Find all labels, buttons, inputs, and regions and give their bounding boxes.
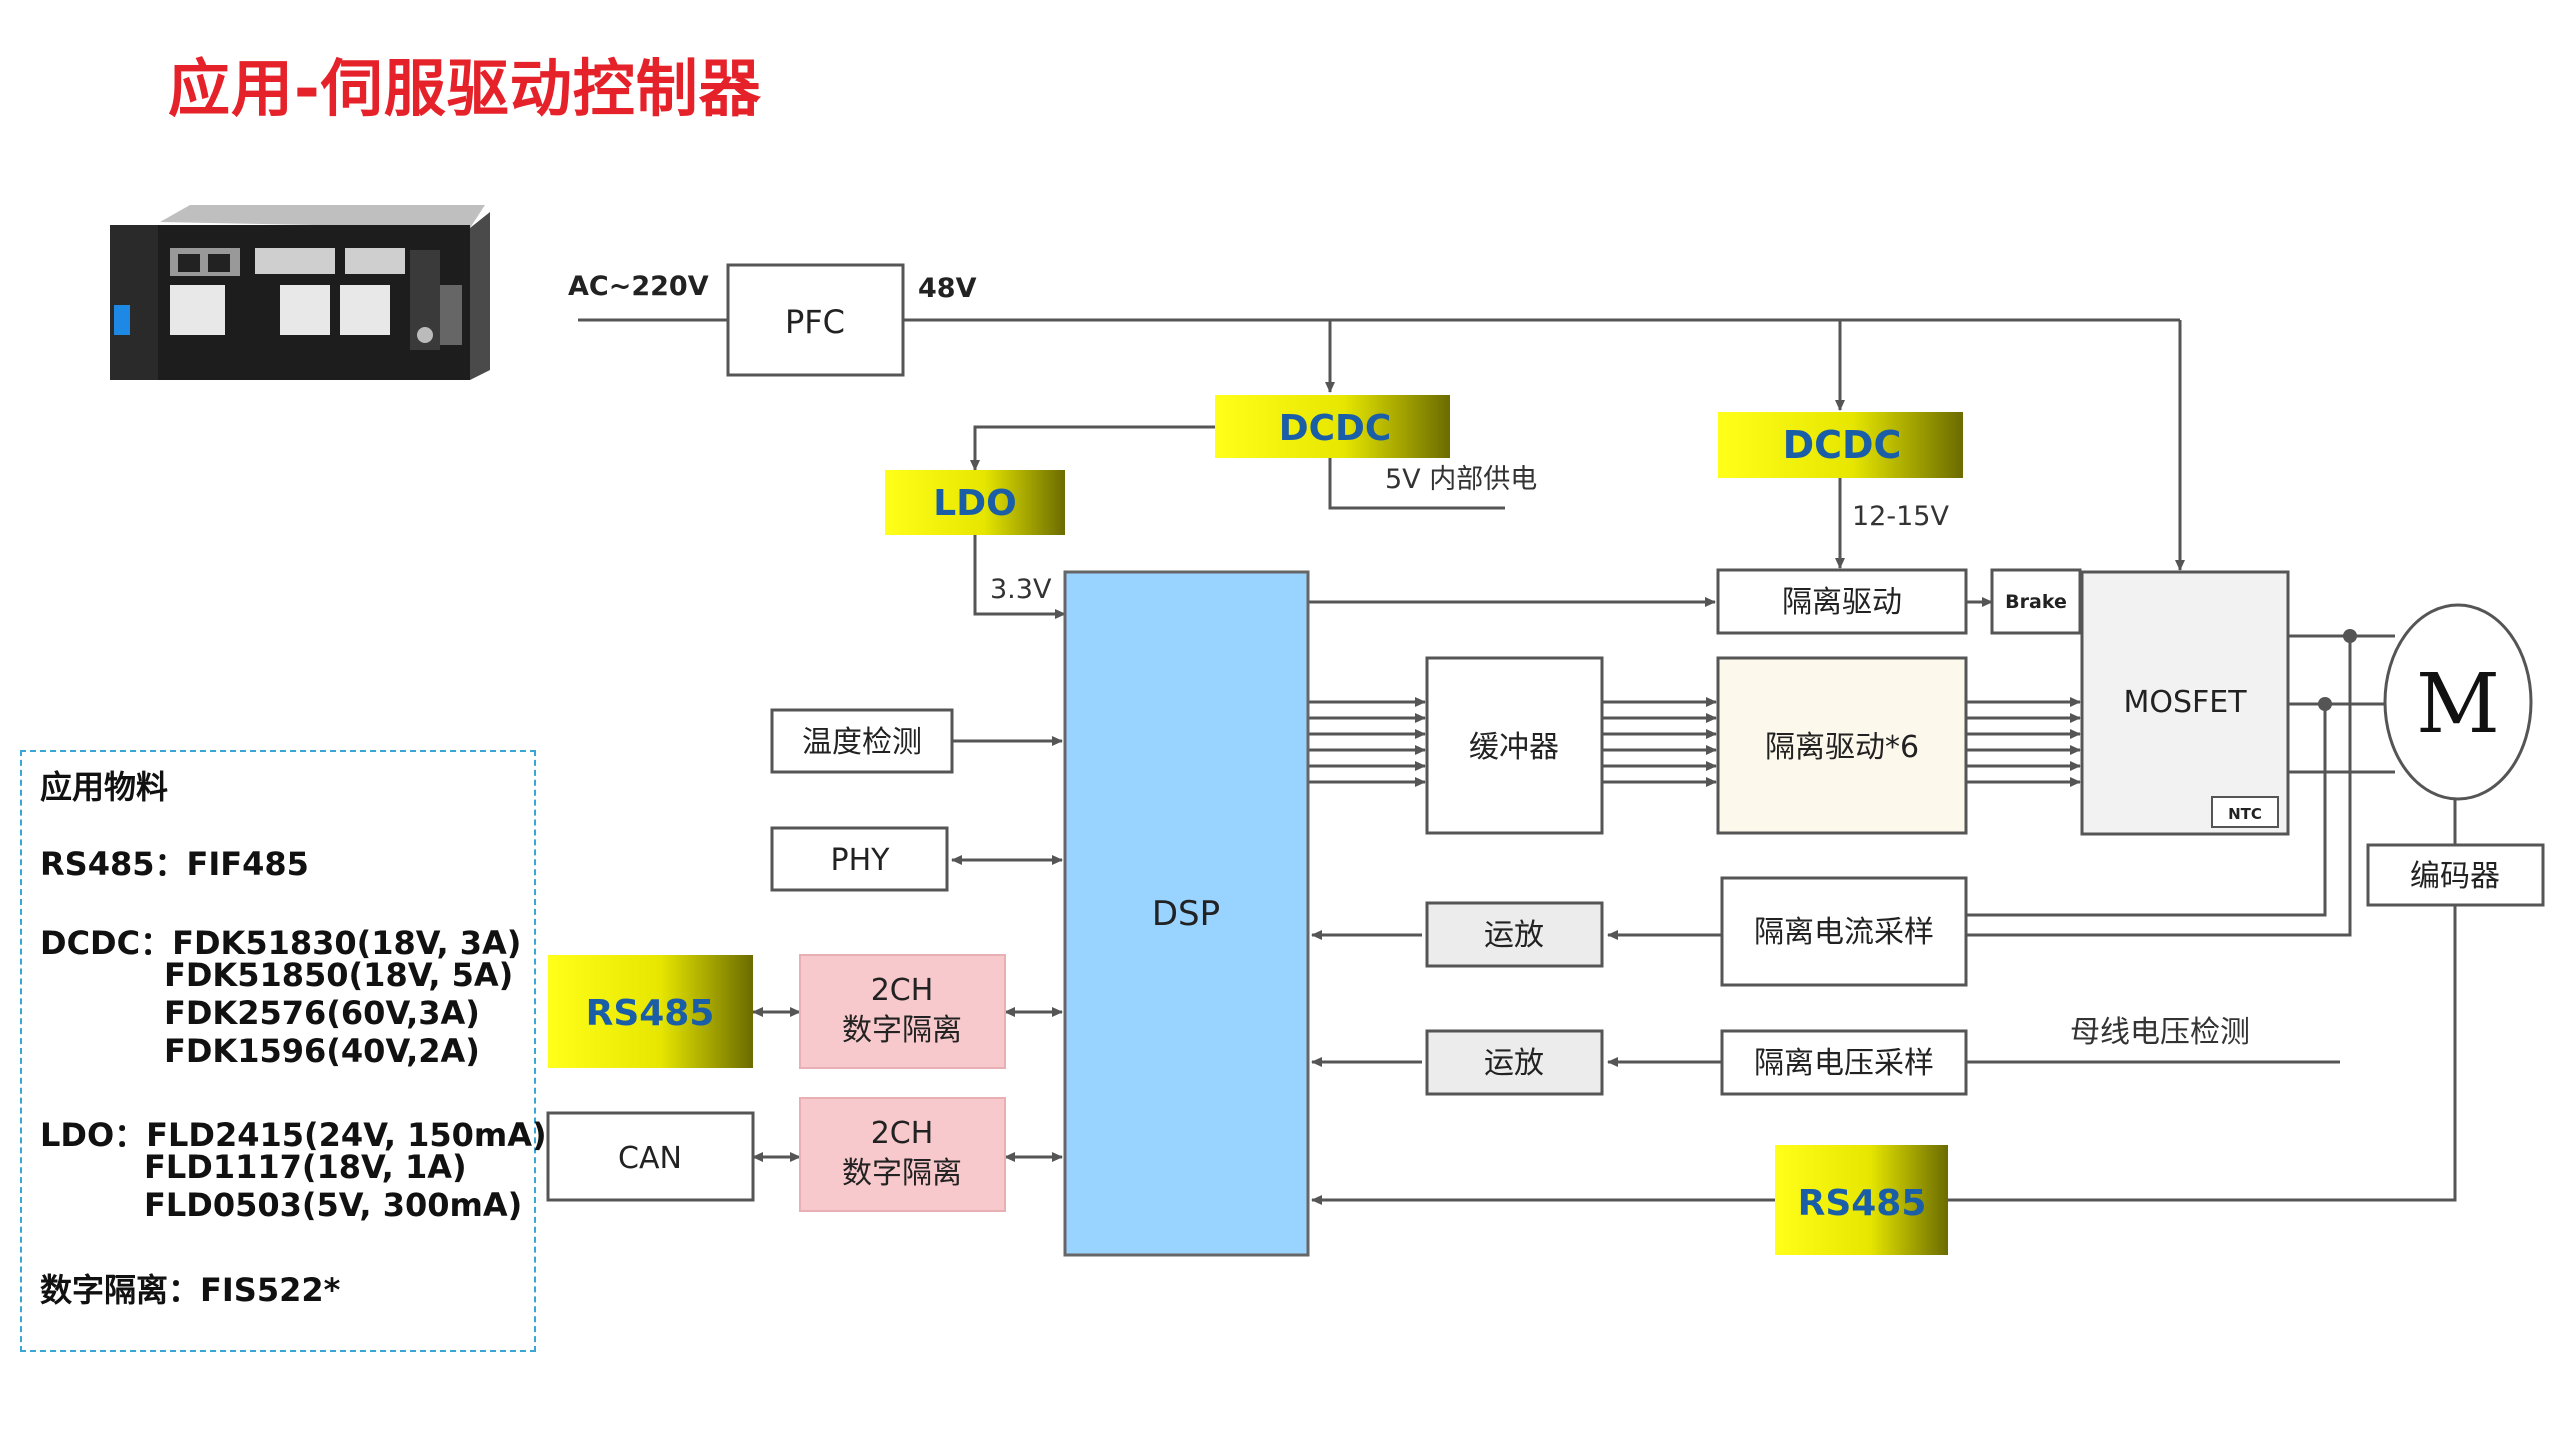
isolated-current-sampling-block: 隔离电流采样 bbox=[1720, 876, 1968, 987]
motor-icon: M bbox=[2383, 603, 2533, 801]
pfc-block: PFC bbox=[726, 263, 905, 377]
encoder-block: 编码器 bbox=[2366, 843, 2545, 907]
brake-block: Brake bbox=[1990, 568, 2082, 635]
bus-48v-label: 48V bbox=[918, 273, 977, 304]
voltage-3v3-label: 3.3V bbox=[990, 574, 1052, 605]
isolated-driver-x6-block: 隔离驱动*6 bbox=[1716, 656, 1968, 835]
svg-text:DCDC: DCDC bbox=[1279, 408, 1392, 449]
svg-text:运放: 运放 bbox=[1484, 1046, 1544, 1081]
svg-text:缓冲器: 缓冲器 bbox=[1469, 730, 1559, 765]
svg-text:DCDC: DCDC bbox=[1783, 423, 1902, 467]
isolated-driver-block: 隔离驱动 bbox=[1716, 568, 1968, 635]
mosfet-block: MOSFET NTC bbox=[2080, 570, 2290, 836]
materials-panel bbox=[20, 750, 536, 1352]
svg-text:NTC: NTC bbox=[2228, 805, 2262, 823]
svg-text:CAN: CAN bbox=[618, 1141, 682, 1176]
materials-dcdc-2: FDK51850(18V, 5A) bbox=[164, 956, 514, 994]
svg-text:RS485: RS485 bbox=[586, 993, 715, 1034]
materials-dcdc-3: FDK2576(60V,3A) bbox=[164, 994, 480, 1032]
svg-text:数字隔离: 数字隔离 bbox=[842, 1013, 962, 1048]
svg-text:MOSFET: MOSFET bbox=[2123, 685, 2247, 720]
svg-text:2CH: 2CH bbox=[871, 1116, 934, 1151]
materials-isolation: 数字隔离：FIS522* bbox=[40, 1271, 341, 1309]
svg-text:运放: 运放 bbox=[1484, 918, 1544, 953]
temp-detect-block: 温度检测 bbox=[770, 708, 954, 774]
materials-dcdc-1: DCDC：FDK51830(18V, 3A) bbox=[40, 924, 522, 962]
voltage-12-15-label: 12-15V bbox=[1852, 501, 1949, 532]
svg-text:隔离电流采样: 隔离电流采样 bbox=[1754, 915, 1934, 950]
can-block: CAN bbox=[546, 1111, 755, 1202]
page-title: 应用-伺服驱动控制器 bbox=[168, 52, 762, 125]
buffer-block: 缓冲器 bbox=[1425, 656, 1604, 835]
svg-text:隔离驱动: 隔离驱动 bbox=[1782, 585, 1902, 620]
opamp-block-1: 运放 bbox=[1425, 901, 1604, 968]
opamp-block-2: 运放 bbox=[1425, 1029, 1604, 1096]
svg-text:隔离驱动*6: 隔离驱动*6 bbox=[1765, 730, 1919, 765]
materials-heading: 应用物料 bbox=[40, 768, 169, 806]
svg-text:RS485: RS485 bbox=[1798, 1183, 1927, 1224]
svg-text:2CH: 2CH bbox=[871, 973, 934, 1008]
phy-block: PHY bbox=[770, 826, 949, 892]
digital-isolation-block-1: 2CH 数字隔离 bbox=[799, 954, 1006, 1069]
ac-input-label: AC~220V bbox=[568, 271, 709, 302]
svg-text:Brake: Brake bbox=[2005, 591, 2067, 613]
svg-text:隔离电压采样: 隔离电压采样 bbox=[1754, 1046, 1934, 1081]
bus-voltage-detect-label: 母线电压检测 bbox=[2070, 1015, 2250, 1050]
rs485-left-block: RS485 bbox=[548, 955, 753, 1068]
svg-text:M: M bbox=[2416, 657, 2500, 752]
svg-text:PFC: PFC bbox=[785, 303, 845, 341]
svg-text:PHY: PHY bbox=[831, 843, 891, 878]
dsp-block: DSP bbox=[1063, 570, 1310, 1257]
isolated-voltage-sampling-block: 隔离电压采样 bbox=[1720, 1029, 1968, 1096]
dcdc-block-1: DCDC bbox=[1215, 395, 1450, 458]
materials-ldo-2: FLD1117(18V, 1A) bbox=[144, 1148, 467, 1186]
svg-text:LDO: LDO bbox=[933, 483, 1016, 524]
materials-rs485: RS485：FIF485 bbox=[40, 845, 309, 883]
digital-isolation-block-2: 2CH 数字隔离 bbox=[799, 1097, 1006, 1212]
materials-ldo-1: LDO：FLD2415(24V, 150mA) bbox=[40, 1116, 547, 1154]
ldo-block: LDO bbox=[885, 470, 1065, 535]
servo-drive-photo bbox=[110, 205, 490, 380]
dcdc-block-2: DCDC bbox=[1718, 412, 1963, 478]
svg-text:数字隔离: 数字隔离 bbox=[842, 1156, 962, 1191]
svg-text:编码器: 编码器 bbox=[2410, 859, 2500, 894]
internal-supply-label: 5V 内部供电 bbox=[1385, 464, 1537, 495]
svg-text:温度检测: 温度检测 bbox=[802, 725, 922, 760]
materials-dcdc-4: FDK1596(40V,2A) bbox=[164, 1032, 480, 1070]
svg-text:DSP: DSP bbox=[1152, 894, 1220, 934]
materials-ldo-3: FLD0503(5V, 300mA) bbox=[144, 1186, 523, 1224]
rs485-bottom-block: RS485 bbox=[1775, 1145, 1948, 1255]
